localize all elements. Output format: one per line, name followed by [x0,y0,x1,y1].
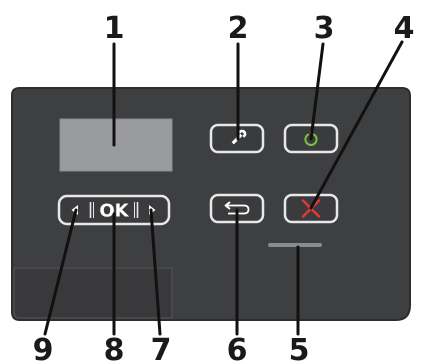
ok-button[interactable]: OK [99,201,129,222]
panel-lower-ledge [13,267,173,319]
callout-number: 9 [33,333,54,362]
callout-number: 4 [394,11,415,46]
callout-lines [43,40,404,336]
callout-number: 3 [314,11,335,46]
display-screen [59,118,173,172]
callout-line-4 [309,40,404,210]
navigation-rocker: OK [57,194,171,226]
callout-numbers: 1 2 3 4 5 6 7 8 9 [33,11,415,362]
callout-number: 2 [228,11,249,46]
callout-number: 5 [289,333,310,362]
callout-line-7 [149,208,162,336]
indicator-light [268,243,322,247]
back-arrow-icon [224,201,250,215]
callout-line-9 [43,208,78,336]
callout-line-3 [309,42,325,141]
callout-number: 1 [104,11,125,46]
callout-number: 6 [227,333,248,362]
callout-number: 7 [151,333,172,362]
callout-number: 8 [104,333,125,362]
ok-button-label: OK [99,201,129,222]
